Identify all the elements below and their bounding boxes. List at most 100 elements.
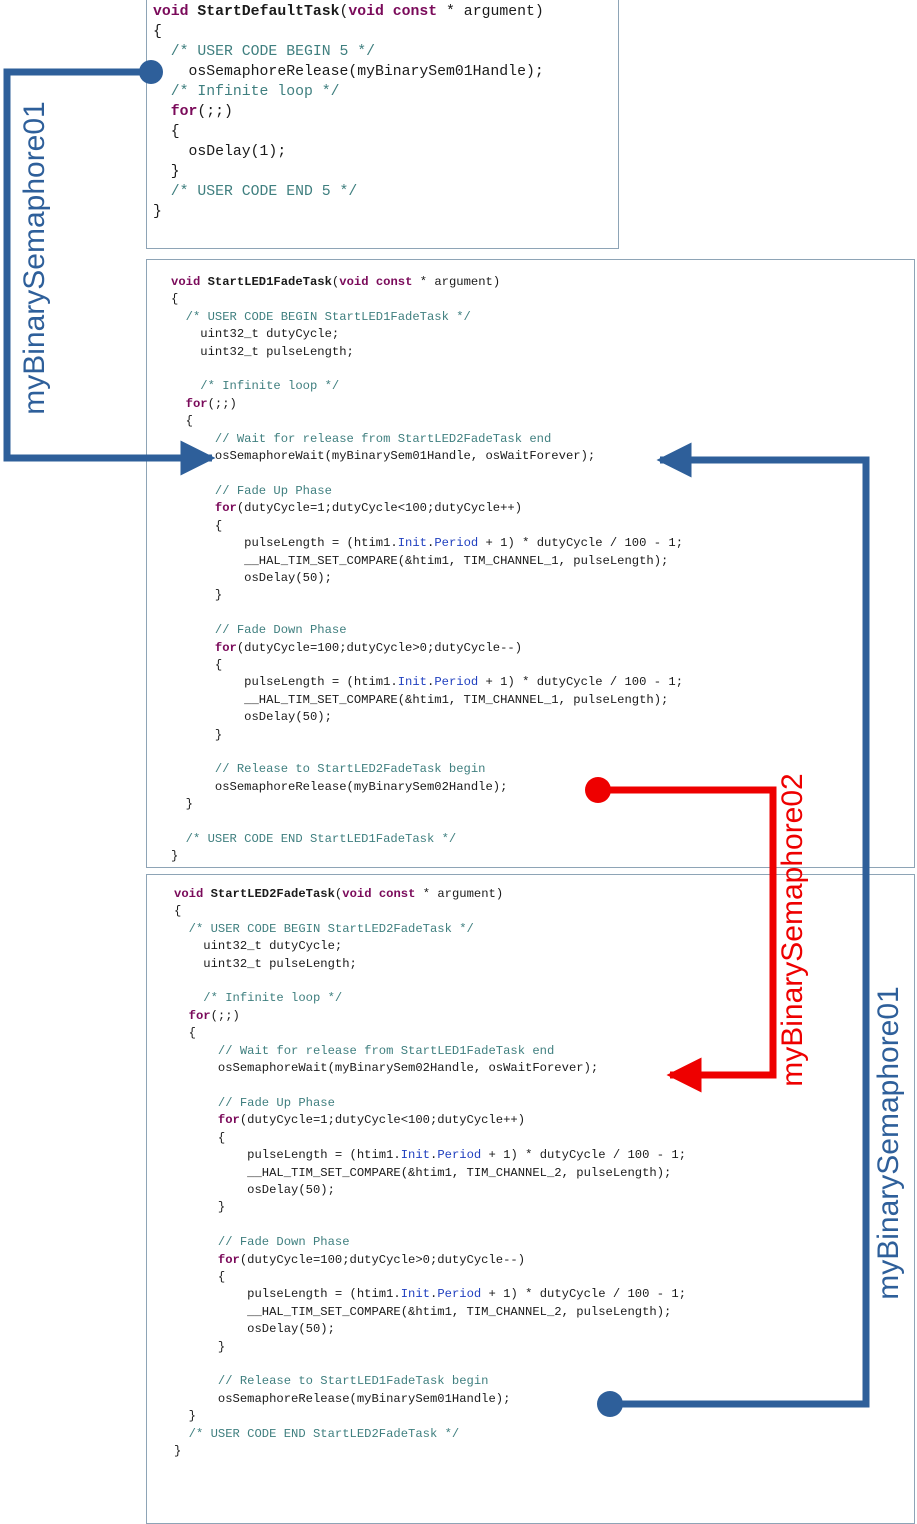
code-text: } <box>174 1339 226 1354</box>
code-line: { <box>171 291 683 308</box>
code-text: } <box>174 1200 226 1215</box>
code-text: + 1) * dutyCycle / 100 - 1; <box>481 1287 687 1302</box>
code-text: * argument) <box>437 4 544 20</box>
code-line: for(dutyCycle=100;dutyCycle>0;dutyCycle-… <box>174 1252 686 1269</box>
sem01-led2-line <box>610 442 870 1408</box>
code-line: osSemaphoreWait(myBinarySem01Handle, osW… <box>171 448 683 465</box>
function-name: StartLED1FadeTask <box>207 275 332 289</box>
code-line: /* USER CODE BEGIN StartLED2FadeTask */ <box>174 921 686 938</box>
code-line: osDelay(50); <box>174 1182 686 1199</box>
field: Init <box>397 536 427 551</box>
keyword: void const <box>339 275 413 289</box>
keyword: void <box>174 887 211 901</box>
code-line: uint32_t dutyCycle; <box>174 938 686 955</box>
code-text: pulseLength = (htim1. <box>171 536 398 551</box>
code-line: { <box>174 903 686 920</box>
code-line: for(;;) <box>153 102 544 122</box>
comment: /* USER CODE END StartLED1FadeTask */ <box>171 832 457 846</box>
keyword: void const <box>342 887 416 901</box>
keyword: for <box>171 640 237 655</box>
code-line: uint32_t dutyCycle; <box>171 326 683 343</box>
code-text: (dutyCycle=1;dutyCycle<100;dutyCycle++) <box>236 501 523 516</box>
code-line: osDelay(50); <box>171 570 683 587</box>
code-text: __HAL_TIM_SET_COMPARE(&htim1, TIM_CHANNE… <box>174 1165 672 1180</box>
code-line: // Fade Down Phase <box>174 1234 686 1251</box>
code-text: . <box>427 536 435 551</box>
sem02-connector: myBinarySemaphore02 <box>585 773 809 1093</box>
comment: /* Infinite loop */ <box>153 84 340 100</box>
code-line: for(dutyCycle=1;dutyCycle<100;dutyCycle+… <box>174 1112 686 1129</box>
code-text: } <box>153 164 180 180</box>
keyword: for <box>174 1008 211 1023</box>
code-text: { <box>171 518 223 533</box>
code-line: __HAL_TIM_SET_COMPARE(&htim1, TIM_CHANNE… <box>171 692 683 709</box>
code-line: { <box>174 1025 686 1042</box>
code-line: // Release to StartLED2FadeTask begin <box>171 761 683 778</box>
comment: // Wait for release from StartLED2FadeTa… <box>171 431 552 446</box>
code-text: (dutyCycle=100;dutyCycle>0;dutyCycle--) <box>239 1252 526 1267</box>
code-line: /* USER CODE BEGIN 5 */ <box>153 42 544 62</box>
comment: /* USER CODE BEGIN 5 */ <box>153 44 375 60</box>
code-line: __HAL_TIM_SET_COMPARE(&htim1, TIM_CHANNE… <box>174 1165 686 1182</box>
comment: /* USER CODE END 5 */ <box>153 184 358 200</box>
code-line: pulseLength = (htim1.Init.Period + 1) * … <box>174 1286 686 1303</box>
field: Period <box>437 1148 482 1163</box>
code-text: } <box>171 727 223 742</box>
comment: // Release to StartLED1FadeTask begin <box>174 1374 489 1389</box>
keyword: void <box>171 275 208 289</box>
code-text: pulseLength = (htim1. <box>174 1148 401 1163</box>
code-line: pulseLength = (htim1.Init.Period + 1) * … <box>174 1147 686 1164</box>
code-line: uint32_t pulseLength; <box>171 344 683 361</box>
code-line: { <box>153 22 544 42</box>
field: Init <box>397 675 427 690</box>
code-text: { <box>153 124 180 140</box>
code-line: uint32_t pulseLength; <box>174 956 686 973</box>
field: Init <box>400 1287 430 1302</box>
code-text: osDelay(50); <box>174 1322 335 1337</box>
code-text: (;;) <box>197 104 233 120</box>
code-text: pulseLength = (htim1. <box>171 675 398 690</box>
code-line: void StartLED2FadeTask(void const * argu… <box>174 886 686 903</box>
code-line: /* Infinite loop */ <box>153 82 544 102</box>
code-text: . <box>430 1287 438 1302</box>
code-text: ( <box>331 275 340 289</box>
sem02-label: myBinarySemaphore02 <box>776 773 809 1087</box>
code-line: } <box>171 587 683 604</box>
code-text: } <box>171 849 179 864</box>
led2-task-code-panel: void StartLED2FadeTask(void const * argu… <box>146 874 915 1524</box>
code-line: { <box>153 122 544 142</box>
code-line: { <box>171 518 683 535</box>
code-text: __HAL_TIM_SET_COMPARE(&htim1, TIM_CHANNE… <box>174 1304 672 1319</box>
code-line: /* Infinite loop */ <box>174 990 686 1007</box>
code-line: void StartDefaultTask(void const * argum… <box>153 2 544 22</box>
code-text: __HAL_TIM_SET_COMPARE(&htim1, TIM_CHANNE… <box>171 553 669 568</box>
code-text: osSemaphoreRelease(myBinarySem02Handle); <box>171 779 508 794</box>
code-text: } <box>153 204 162 220</box>
code-text: { <box>174 1130 226 1145</box>
code-text: pulseLength = (htim1. <box>174 1287 401 1302</box>
code-text: osSemaphoreWait(myBinarySem01Handle, osW… <box>171 449 596 464</box>
default-task-code-panel: void StartDefaultTask(void const * argum… <box>146 0 619 249</box>
code-line: pulseLength = (htim1.Init.Period + 1) * … <box>171 674 683 691</box>
comment: // Fade Up Phase <box>171 483 332 498</box>
code-text: uint32_t dutyCycle; <box>174 939 343 954</box>
field: Period <box>434 536 479 551</box>
code-text: { <box>153 24 162 40</box>
code-line: osDelay(50); <box>171 709 683 726</box>
keyword: for <box>171 396 208 411</box>
code-line: osSemaphoreRelease(myBinarySem01Handle); <box>153 62 544 82</box>
led1-task-code-panel: void StartLED1FadeTask(void const * argu… <box>146 259 915 868</box>
code-line: pulseLength = (htim1.Init.Period + 1) * … <box>171 535 683 552</box>
code-line: /* USER CODE END StartLED1FadeTask */ <box>171 831 683 848</box>
code-line: /* Infinite loop */ <box>171 378 683 395</box>
code-text: osDelay(50); <box>174 1182 335 1197</box>
code-text: (dutyCycle=100;dutyCycle>0;dutyCycle--) <box>236 640 523 655</box>
code-text: osSemaphoreRelease(myBinarySem01Handle); <box>174 1391 511 1406</box>
comment: // Fade Up Phase <box>174 1095 335 1110</box>
code-line: { <box>174 1130 686 1147</box>
code-line: // Wait for release from StartLED1FadeTa… <box>174 1043 686 1060</box>
code-text: ( <box>339 4 349 20</box>
code-line: } <box>174 1443 686 1460</box>
